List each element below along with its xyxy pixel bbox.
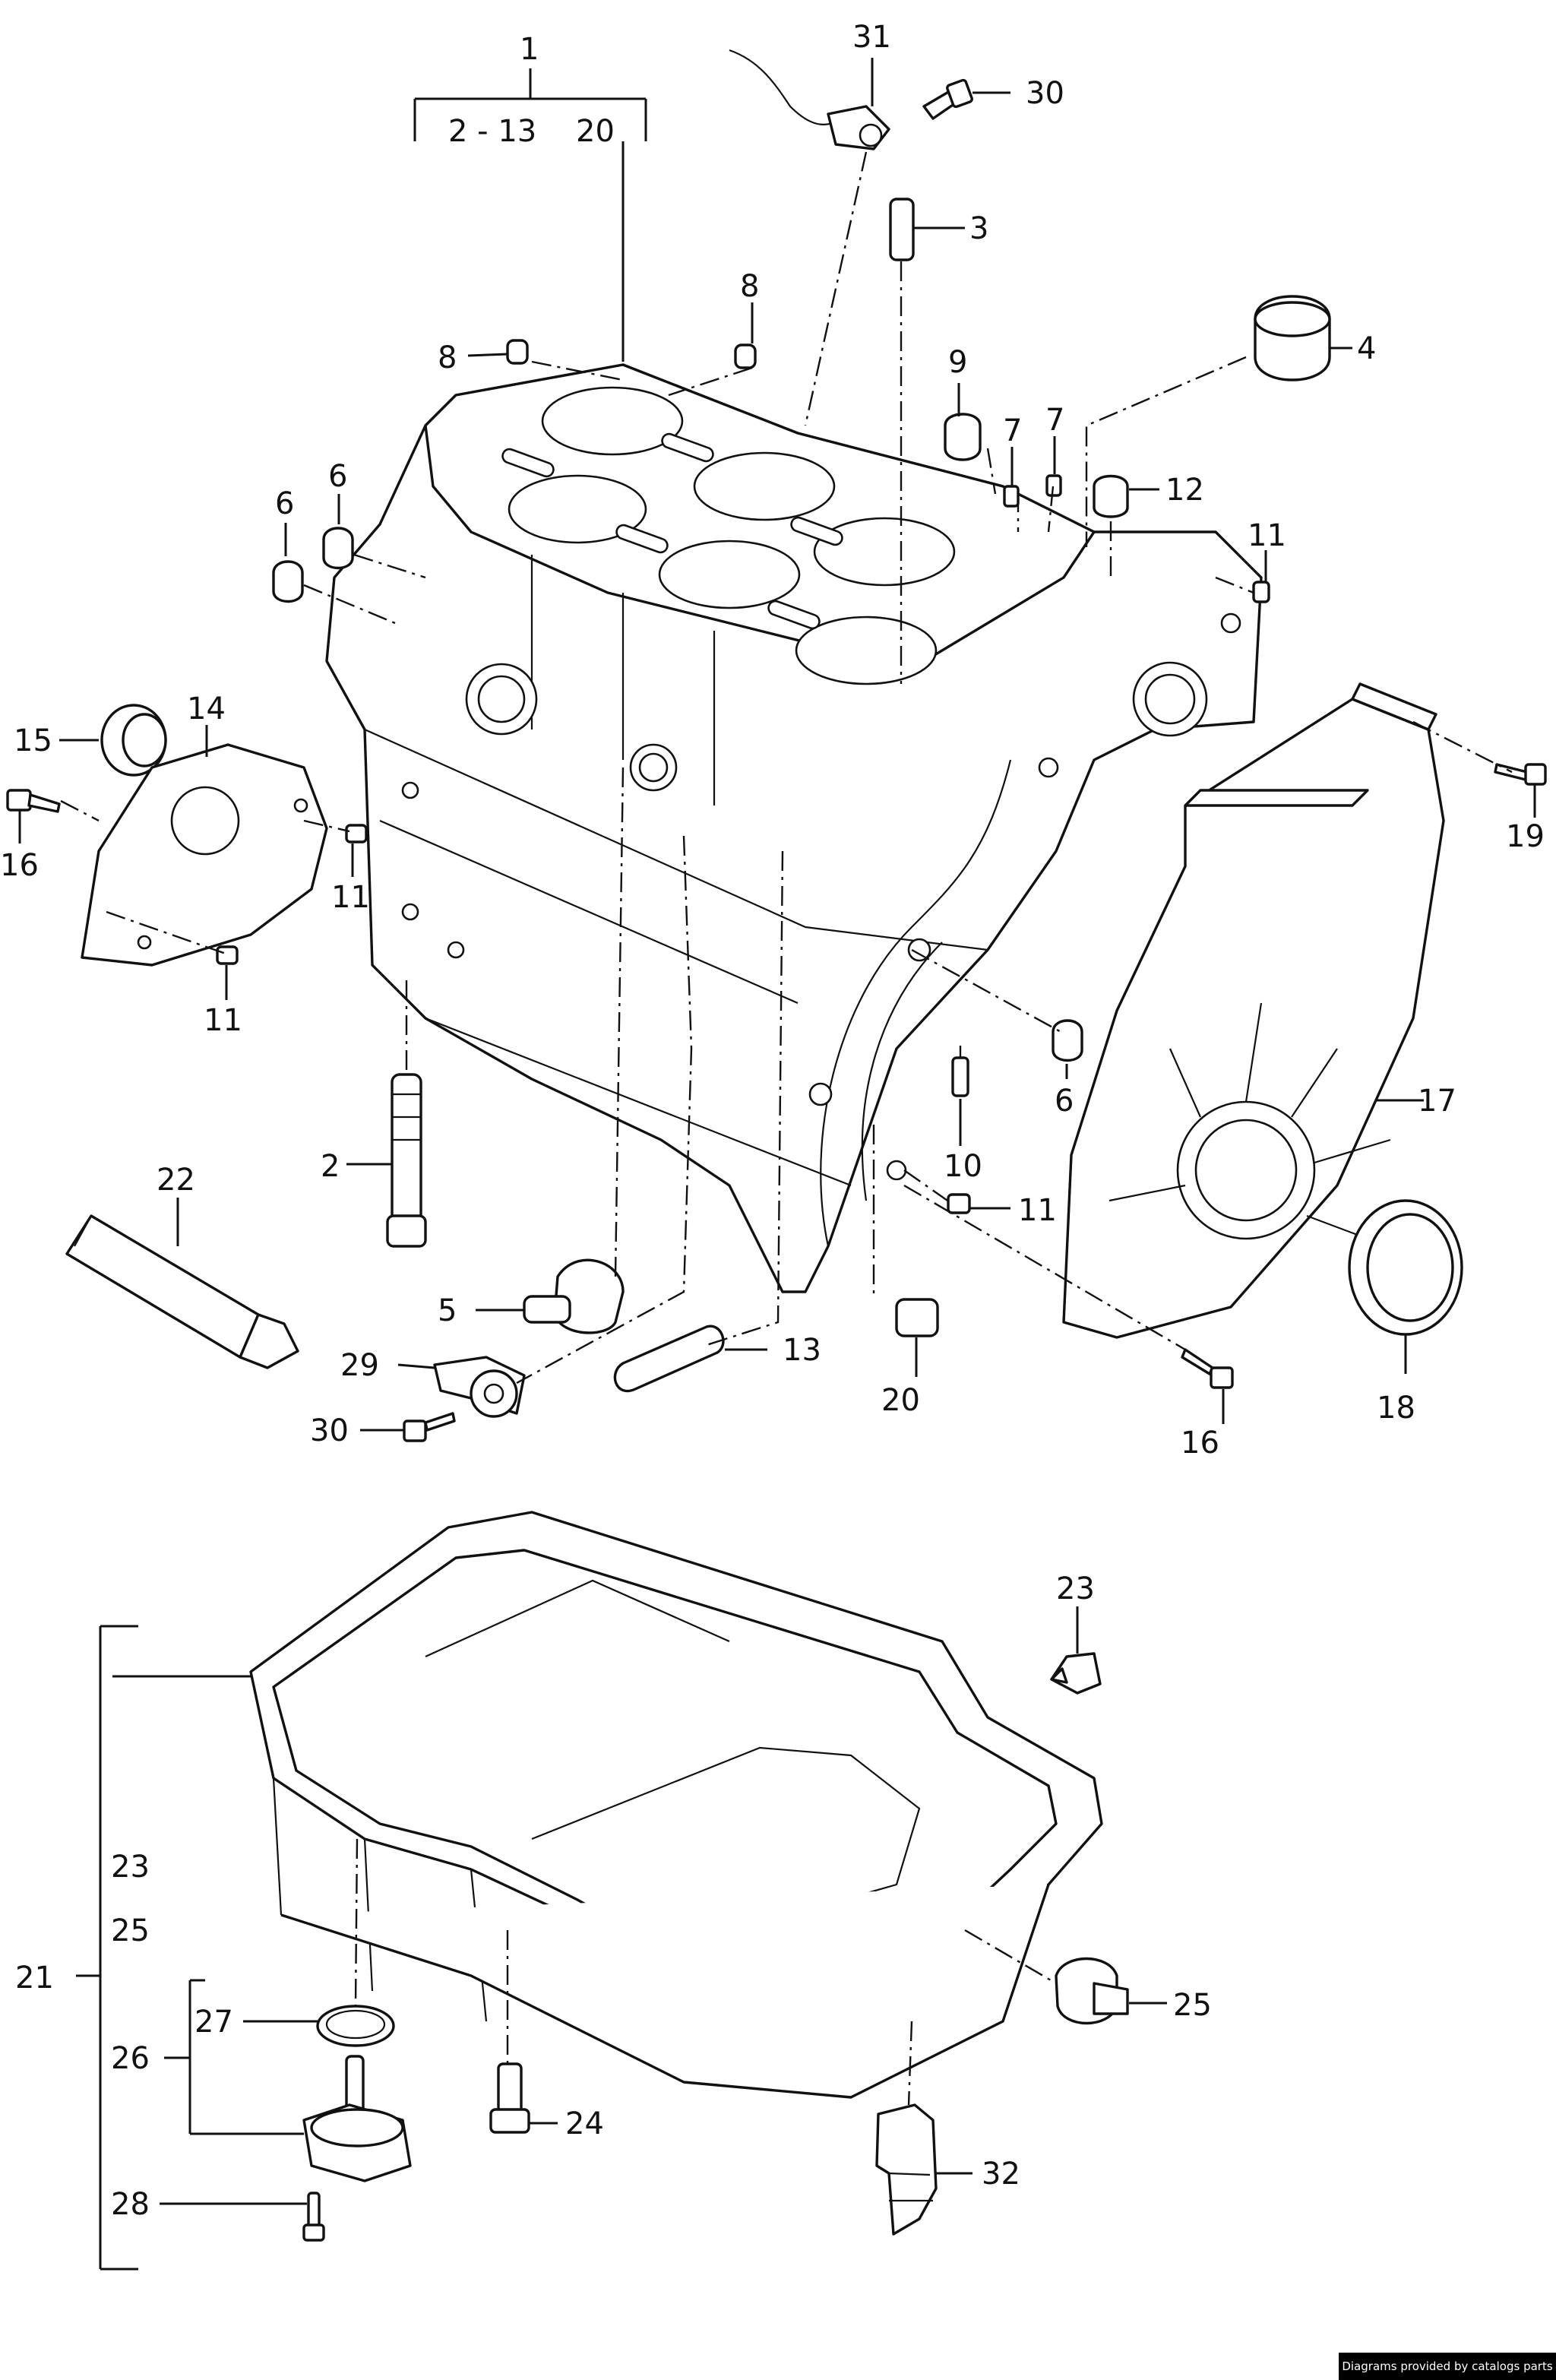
label-2: 2 (321, 1149, 340, 1184)
plug-6-c (1052, 1019, 1083, 1062)
leader-lines (18, 58, 1536, 2271)
label-25-right: 25 (1173, 1988, 1212, 2023)
oil-level-sensor-26 (302, 2055, 412, 2182)
timing-cover-17 (1062, 682, 1445, 1339)
dowel-8-right (734, 343, 757, 369)
label-7-b: 7 (1045, 403, 1064, 438)
bolt-30-bottom (403, 1412, 456, 1442)
label-11-b: 11 (331, 880, 370, 915)
label-12: 12 (1165, 473, 1204, 508)
pin-10 (951, 1056, 969, 1097)
label-13: 13 (783, 1333, 821, 1368)
cup-12 (1093, 474, 1129, 518)
label-16-right: 16 (1181, 1426, 1219, 1461)
sleeve-20 (895, 1298, 939, 1337)
label-5: 5 (438, 1293, 457, 1328)
bolt-16-right (1181, 1348, 1234, 1389)
label-23-list: 23 (111, 1850, 150, 1885)
label-9: 9 (948, 345, 967, 380)
cap-4 (1254, 295, 1331, 381)
label-11-c: 11 (204, 1003, 242, 1038)
sealant-tube-22 (65, 1214, 299, 1369)
label-15: 15 (14, 723, 52, 758)
label-27: 27 (194, 2005, 233, 2040)
label-6-a: 6 (275, 486, 294, 521)
label-11-a: 11 (1248, 518, 1286, 553)
bolt-24 (489, 2062, 530, 2134)
dowel-11-a (1252, 581, 1270, 603)
sleeve-13 (613, 1325, 725, 1392)
bolt-16-left (6, 789, 61, 813)
label-30-bottom: 30 (310, 1413, 349, 1448)
dowel-8-left (506, 339, 529, 365)
label-28: 28 (111, 2187, 150, 2222)
callout-labels: 1 2 - 13 20 31 30 3 4 8 8 9 7 7 12 6 6 6… (0, 20, 1545, 2222)
label-2-13: 2 - 13 (448, 114, 536, 149)
dowel-11-b (345, 824, 368, 843)
knock-sensor-top (729, 49, 890, 150)
credit-badge: Diagrams provided by catalogs parts (1339, 2353, 1556, 2380)
alignment-lines (60, 151, 1513, 2106)
label-3: 3 (969, 211, 988, 246)
plug-6-b (322, 527, 354, 570)
seal-carrier-14 (81, 743, 328, 967)
label-23-top: 23 (1056, 1571, 1095, 1606)
label-25-list: 25 (111, 1913, 150, 1948)
label-10: 10 (944, 1149, 982, 1184)
knock-sensor-29 (433, 1356, 526, 1418)
seal-18 (1348, 1199, 1463, 1336)
label-20-top: 20 (576, 114, 615, 149)
label-8-left: 8 (438, 340, 457, 375)
label-18: 18 (1377, 1391, 1415, 1426)
label-30-top: 30 (1026, 76, 1064, 111)
screw-28 (302, 2192, 325, 2242)
label-31: 31 (852, 20, 891, 55)
label-20-bottom: 20 (881, 1383, 920, 1418)
sensor-32 (875, 2103, 938, 2236)
plug-25 (1055, 1957, 1129, 2025)
bolt-19 (1494, 763, 1547, 786)
bolt-30-top (922, 78, 973, 120)
label-1: 1 (520, 32, 539, 67)
pin-7-a (1003, 485, 1020, 508)
label-21: 21 (15, 1961, 54, 1995)
label-14: 14 (187, 692, 226, 726)
label-6-c: 6 (1055, 1084, 1074, 1119)
sleeve-3 (889, 198, 915, 261)
oil-nozzle-5 (523, 1258, 625, 1334)
pin-7-b (1045, 474, 1062, 497)
label-19: 19 (1506, 819, 1545, 854)
label-7-a: 7 (1003, 413, 1022, 448)
label-24: 24 (565, 2106, 604, 2141)
head-bolt-2 (386, 1073, 427, 1248)
dowel-11-c (216, 945, 239, 965)
oil-pan (249, 1511, 1103, 2099)
o-ring-27 (316, 2005, 395, 2047)
label-17: 17 (1418, 1084, 1456, 1119)
label-4: 4 (1357, 331, 1376, 366)
plug-6-a (272, 560, 304, 603)
plug-9 (944, 413, 982, 461)
label-29: 29 (340, 1348, 379, 1383)
label-26: 26 (111, 2041, 150, 2076)
cylinder-block (325, 363, 1263, 1293)
drain-plug-23 (1050, 1652, 1102, 1695)
label-11-d: 11 (1018, 1193, 1057, 1228)
label-22: 22 (157, 1163, 195, 1198)
dowel-11-d (947, 1193, 971, 1214)
label-6-b: 6 (328, 459, 347, 494)
label-32: 32 (982, 2157, 1020, 2192)
seal-15 (100, 704, 167, 777)
label-8-right: 8 (740, 269, 759, 304)
label-16-left: 16 (0, 848, 39, 883)
